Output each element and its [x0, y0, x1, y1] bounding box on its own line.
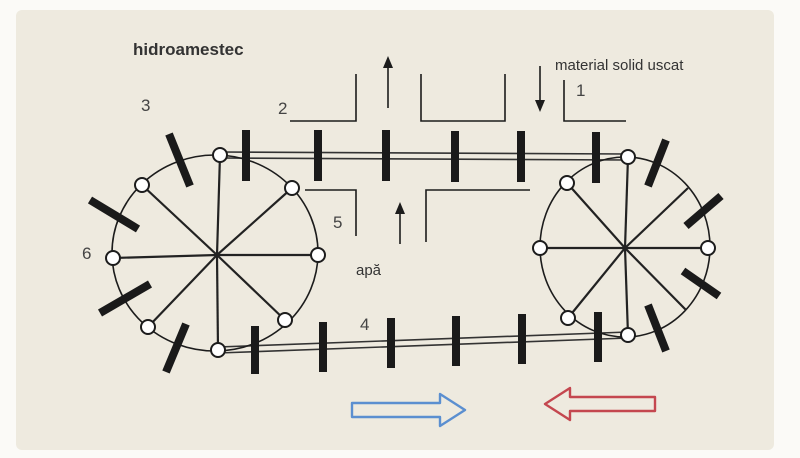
- label-apa: apă: [356, 262, 382, 279]
- outlet-arrow-up: [383, 56, 393, 108]
- guide-5: [305, 189, 357, 236]
- left-wheel-node: [105, 250, 121, 266]
- label-number-2: 2: [278, 99, 287, 118]
- left-wheel-slat: [87, 196, 141, 233]
- right-wheel-spokes: [540, 156, 708, 336]
- label-number-1: 1: [576, 81, 585, 100]
- arrow-left-icon: [543, 386, 657, 422]
- left-wheel-node: [277, 312, 293, 328]
- left-wheel-slat: [97, 280, 153, 317]
- label-hidroamestec: hidroamestec: [133, 40, 244, 59]
- left-wheel-node: [212, 147, 228, 163]
- left-wheel-node: [284, 180, 300, 196]
- left-wheel-node: [210, 342, 226, 358]
- right-wheel-node: [700, 240, 716, 256]
- arrow-right-icon: [350, 392, 467, 428]
- guide-2: [290, 74, 357, 122]
- left-wheel-slat: [165, 132, 194, 188]
- right-wheel-node: [620, 149, 636, 165]
- top-track: [219, 151, 629, 161]
- right-wheel-slat: [680, 267, 722, 300]
- left-wheel-node: [310, 247, 326, 263]
- bottom-track-slats: [251, 312, 602, 374]
- left-wheel-node: [134, 177, 150, 193]
- right-wheel-slat: [644, 303, 670, 353]
- right-wheel-slat: [683, 192, 724, 230]
- left-wheel-spokes: [112, 154, 318, 351]
- label-material-solid-uscat: material solid uscat: [555, 57, 684, 74]
- left-wheel: [87, 132, 326, 374]
- right-wheel-node: [560, 310, 576, 326]
- left-wheel-slat: [162, 322, 190, 374]
- bottom-track: [217, 331, 629, 354]
- feed-arrow-down: [535, 66, 545, 112]
- left-wheel-node: [140, 319, 156, 335]
- top-track-slats: [242, 130, 600, 183]
- label-number-6: 6: [82, 244, 91, 263]
- right-wheel-slat: [644, 138, 670, 188]
- right-wheel-node: [559, 175, 575, 191]
- water-arrow-up: [395, 202, 405, 244]
- guide-1: [563, 80, 626, 122]
- right-wheel-node: [620, 327, 636, 343]
- right-wheel-node: [532, 240, 548, 256]
- label-number-4: 4: [360, 315, 369, 334]
- right-wheel: [532, 138, 724, 353]
- guide-water: [425, 189, 530, 242]
- label-number-5: 5: [333, 213, 342, 232]
- label-number-3: 3: [141, 96, 150, 115]
- guide-outlet: [420, 74, 506, 122]
- diagram-panel: [16, 10, 774, 450]
